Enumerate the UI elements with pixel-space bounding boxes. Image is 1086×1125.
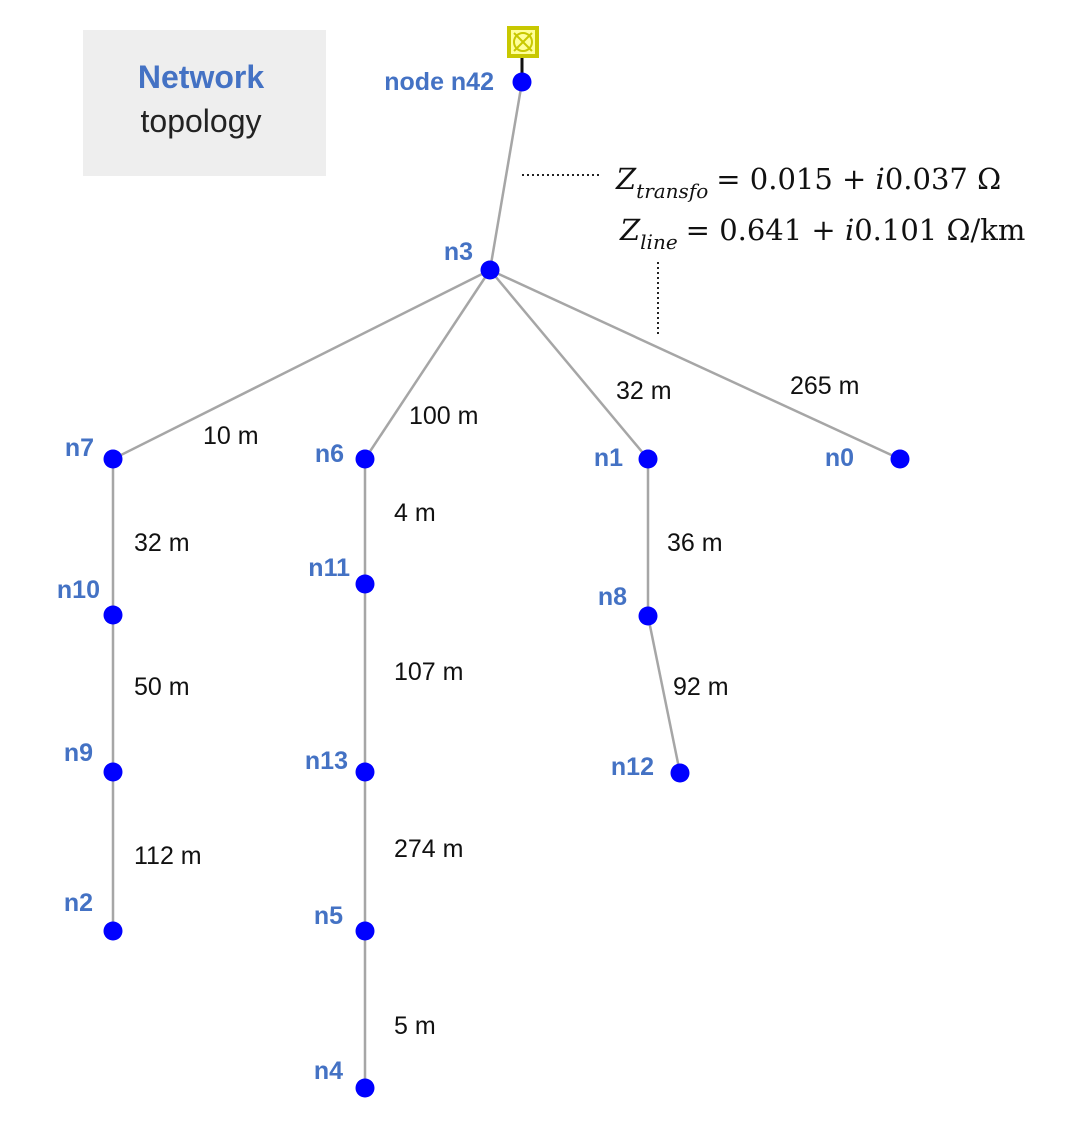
node-label-n13: n13 — [305, 747, 348, 775]
title-topology: topology — [141, 103, 262, 139]
node-n4 — [355, 1078, 375, 1098]
edge-length-n9-n2: 112 m — [134, 842, 202, 870]
node-n1 — [638, 449, 658, 469]
node-n8 — [638, 606, 658, 626]
edge-length-n3-n1: 32 m — [616, 377, 672, 405]
node-n7 — [103, 449, 123, 469]
node-n2 — [103, 921, 123, 941]
edges-layer: 10 m 100 m 32 m 265 m 32 m 50 m 112 m 4 m 107 m 2… — [111, 81, 901, 1088]
node-label-n2: n2 — [64, 889, 93, 917]
edge-n3-n1 — [489, 269, 649, 460]
edge-length-n3-n6: 100 m — [409, 402, 478, 430]
node-label-n12: n12 — [611, 753, 654, 781]
node-label-n6: n6 — [315, 440, 344, 468]
transfo-z-value: 0.037 Ω — [885, 162, 1001, 196]
title-background — [83, 30, 326, 176]
line-z-value: 0.101 Ω/km — [854, 213, 1025, 247]
node-label-n0: n0 — [825, 444, 854, 472]
transfo-z-subscript: transfo — [636, 179, 708, 203]
node-n10 — [103, 605, 123, 625]
title-box: Network topology — [83, 30, 326, 176]
node-n3 — [480, 260, 500, 280]
node-label-n10: n10 — [57, 576, 100, 604]
edge-length-n3-n7: 10 m — [203, 422, 259, 450]
node-n42 — [512, 72, 532, 92]
node-n0 — [890, 449, 910, 469]
edge-length-n5-n4: 5 m — [394, 1012, 436, 1040]
node-label-n7: n7 — [65, 434, 94, 462]
node-n13 — [355, 762, 375, 782]
transformer-icon — [507, 26, 539, 58]
node-n12 — [670, 763, 690, 783]
node-n6 — [355, 449, 375, 469]
node-n5 — [355, 921, 375, 941]
line-z-subscript: line — [640, 230, 678, 254]
title-network: Network — [138, 59, 264, 95]
edge-n3-n7 — [112, 268, 491, 461]
edge-length-n13-n5: 274 m — [394, 835, 463, 863]
edge-length-n3-n0: 265 m — [790, 372, 859, 400]
node-label-n1: n1 — [594, 444, 623, 472]
line-imag-unit: i — [845, 213, 854, 247]
node-label-n4: n4 — [314, 1057, 343, 1085]
edge-length-n7-n10: 32 m — [134, 529, 190, 557]
node-label-n8: n8 — [598, 583, 627, 611]
node-label-n9: n9 — [64, 739, 93, 767]
transfo-z-symbol: Z — [615, 162, 637, 196]
node-label-n42: node n42 — [384, 68, 494, 96]
node-label-n11: n11 — [308, 554, 350, 582]
node-label-n3: n3 — [444, 238, 473, 266]
edge-n8-n12 — [646, 615, 682, 774]
node-label-n5: n5 — [314, 902, 343, 930]
edge-length-n8-n12: 92 m — [673, 673, 729, 701]
edge-length-n11-n13: 107 m — [394, 658, 463, 686]
line-z-symbol: Z — [619, 213, 641, 247]
edge-n3-n6 — [363, 269, 492, 460]
transfo-z-equals: = 0.015 + — [716, 162, 875, 196]
node-n11 — [355, 574, 375, 594]
edge-n42-n3 — [488, 81, 524, 271]
edge-length-n10-n9: 50 m — [134, 673, 190, 701]
edge-length-n1-n8: 36 m — [667, 529, 723, 557]
line-impedance-formula: Zline = 0.641 + i0.101 Ω/km — [619, 213, 1025, 254]
node-n9 — [103, 762, 123, 782]
nodes-layer: node n42 n3 n7 n6 n1 n0 n10 n11 n8 n9 n13 n12 n2 n5 n4 — [57, 68, 910, 1098]
line-z-equals: = 0.641 + — [686, 213, 845, 247]
edge-length-n6-n11: 4 m — [394, 499, 436, 527]
transfo-imag-unit: i — [876, 162, 885, 196]
transfo-impedance-formula: Ztransfo = 0.015 + i0.037 Ω — [615, 162, 1001, 203]
edge-n3-n0 — [489, 268, 901, 461]
